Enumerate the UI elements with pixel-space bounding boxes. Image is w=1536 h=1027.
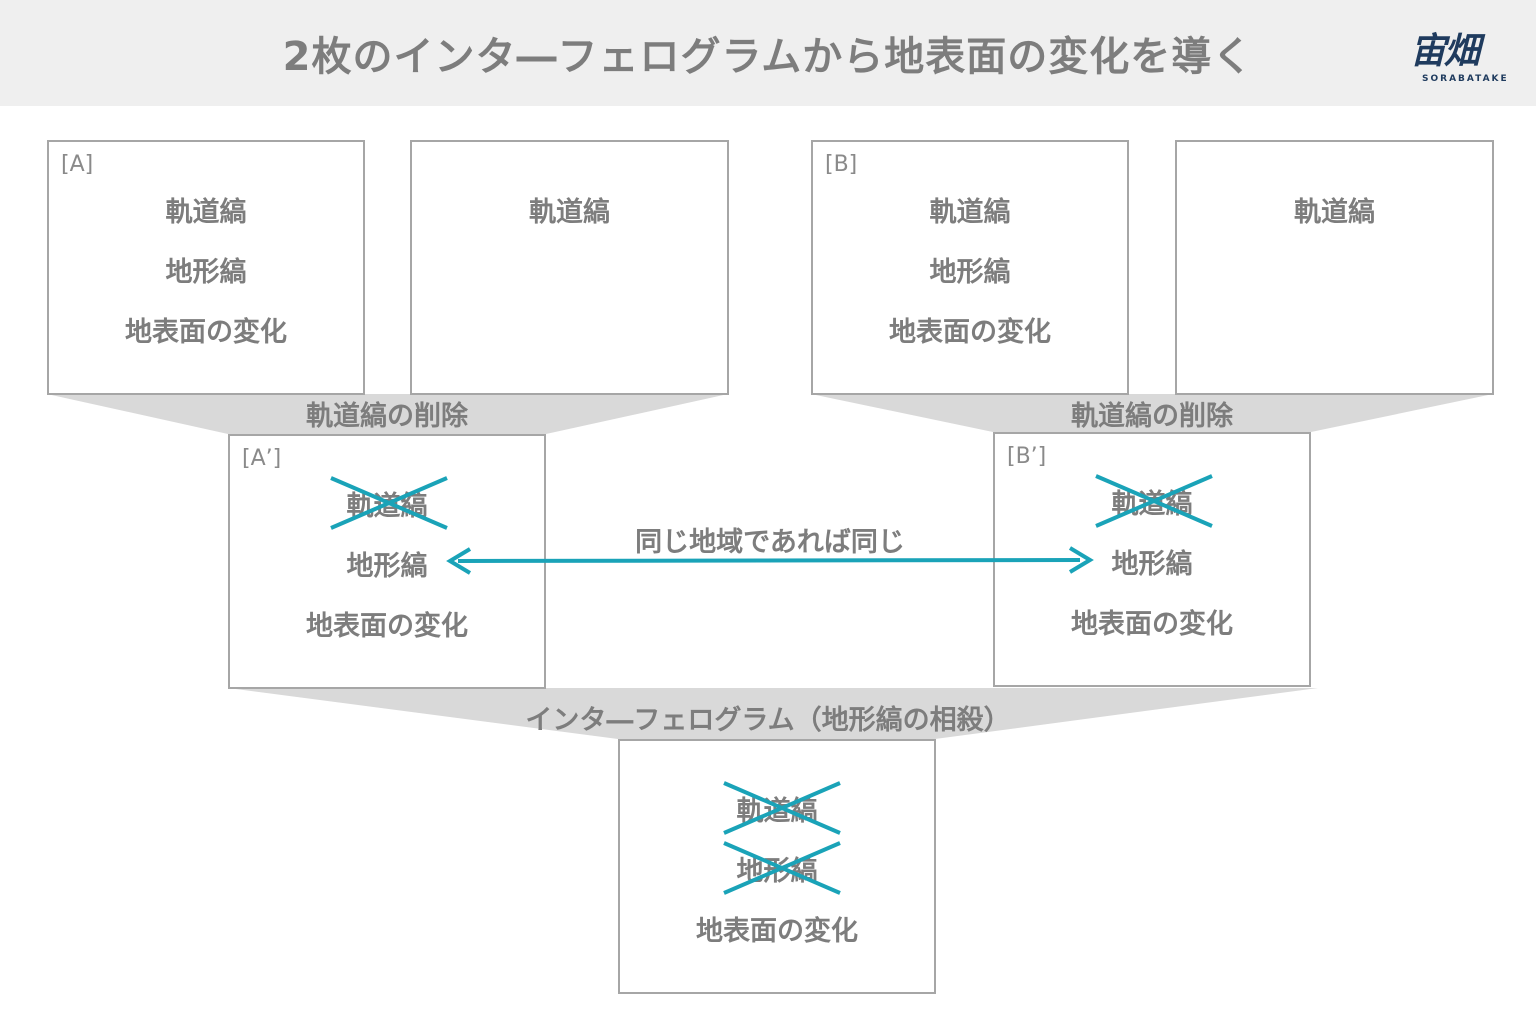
box-b-prime-cross-icon — [1095, 474, 1213, 528]
left-removal-caption: 軌道縞の削除 — [306, 401, 468, 432]
box-b-topographic: 地形縞 — [929, 257, 1011, 288]
box-a: [A] 軌道縞 地形縞 地表面の変化 — [47, 140, 365, 395]
box-b: [B] 軌道縞 地形縞 地表面の変化 — [811, 140, 1129, 395]
funnel-left-top — [47, 394, 728, 434]
box-a-prime-cross-icon — [330, 476, 448, 530]
sorabatake-logo: 宙畑 SORABATAKE — [1406, 20, 1507, 90]
box-result-cross-icon-1 — [723, 781, 841, 835]
box-b-prime-deformation: 地表面の変化 — [1071, 609, 1233, 640]
box-b-second-orbital: 軌道縞 — [1294, 197, 1375, 228]
header-bar — [0, 0, 1536, 106]
box-result: 軌道縞 地形縞 地表面の変化 — [618, 739, 936, 994]
box-a-topographic: 地形縞 — [165, 257, 247, 288]
box-b-second: 軌道縞 — [1175, 140, 1494, 395]
box-result-cross-icon-2 — [723, 841, 841, 895]
logo-text: 宙畑 — [1410, 31, 1480, 72]
box-b-prime-label: [B’] — [1007, 444, 1047, 469]
box-a-prime-label: [A’] — [242, 446, 282, 471]
double-arrow-icon — [446, 546, 1094, 575]
funnel-bottom — [228, 688, 1318, 739]
box-a-deformation: 地表面の変化 — [125, 317, 287, 348]
box-a-second: 軌道縞 — [410, 140, 729, 395]
box-b-prime-topographic: 地形縞 — [1111, 549, 1193, 580]
box-a-second-orbital: 軌道縞 — [529, 197, 610, 228]
interferogram-caption: インタ―フェログラム（地形縞の相殺） — [525, 705, 1011, 736]
box-result-deformation: 地表面の変化 — [696, 916, 858, 947]
box-b-orbital: 軌道縞 — [929, 197, 1011, 228]
box-a-orbital: 軌道縞 — [165, 197, 247, 228]
same-region-caption: 同じ地域であれば同じ — [635, 527, 905, 558]
box-b-deformation: 地表面の変化 — [889, 317, 1051, 348]
box-a-prime-deformation: 地表面の変化 — [306, 611, 468, 642]
box-a-prime-topographic: 地形縞 — [346, 551, 428, 582]
right-removal-caption: 軌道縞の削除 — [1071, 401, 1233, 432]
page-title: 2枚のインタ―フェログラムから地表面の変化を導く — [282, 34, 1254, 80]
logo-subtext: SORABATAKE — [1422, 74, 1509, 84]
funnel-right-top — [811, 394, 1493, 432]
box-a-label: [A] — [61, 152, 94, 177]
box-b-label: [B] — [825, 152, 858, 177]
